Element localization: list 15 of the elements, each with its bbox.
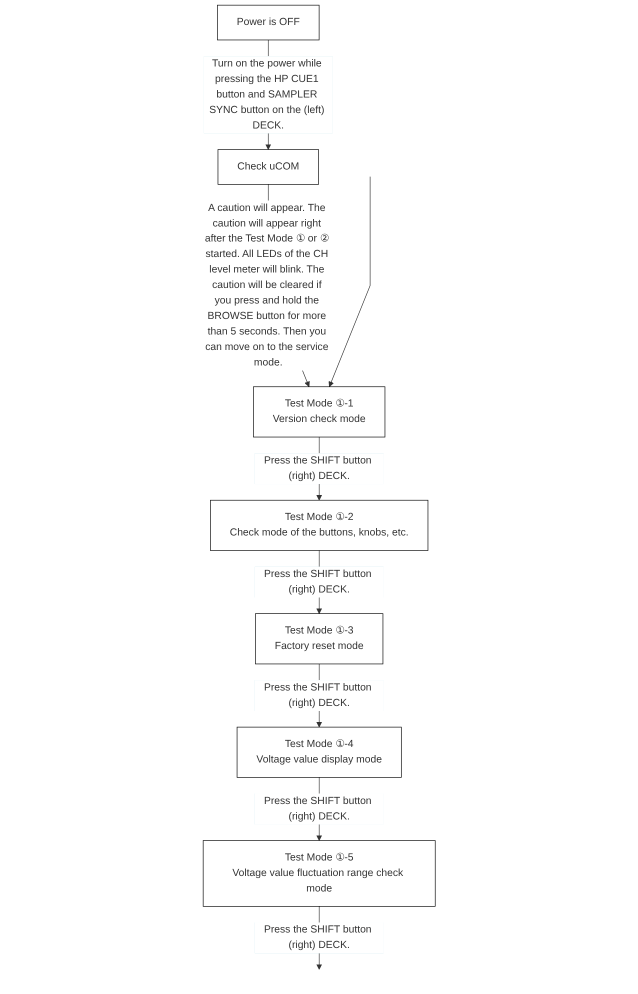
edge-label: Press the SHIFT button (right) DECK. [264, 568, 372, 595]
edge-label: Press the SHIFT button (right) DECK. [264, 924, 372, 951]
edge-label: Press the SHIFT button (right) DECK. [264, 795, 372, 822]
edge-label: Turn on the power while pressing the HP CUE1 button and SAMPLER SYNC button on the (left) DECK. [209, 58, 324, 131]
node-box: Test Mode ①-4 Voltage value display mode [236, 726, 402, 778]
node-box: Test Mode ①-5 Voltage value fluctuation range check mode [202, 840, 436, 907]
edge-label: A caution will appear. The caution will appear right after the Test Mode ① or ② started. All LEDs of the CH level meter will blink. The caution will be cleared if you press and hold the BROWSE button for more than 5 seconds. Then you can move on to the service mode. [204, 202, 329, 368]
node-box: Check uCOM [217, 149, 319, 185]
node-box: Test Mode ①-3 Factory reset mode [254, 613, 384, 664]
node-box: Test Mode ①-2 Check mode of the buttons, knobs, etc. [210, 500, 428, 551]
node-box: Power is OFF [216, 4, 320, 40]
edge-label: Press the SHIFT button (right) DECK. [264, 682, 372, 708]
node-box: Test Mode ①-1 Version check mode [252, 386, 386, 438]
edge-label: Press the SHIFT button (right) DECK. [264, 455, 372, 482]
arrow [328, 176, 370, 388]
